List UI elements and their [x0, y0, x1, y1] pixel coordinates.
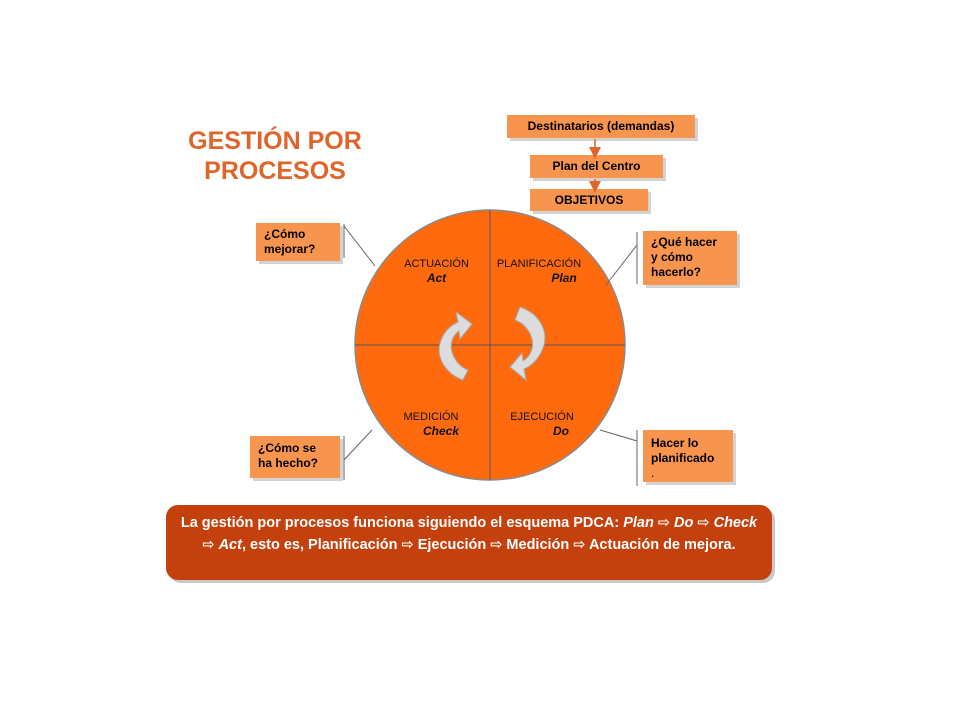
arrow-right-icon: ⇨ — [490, 537, 503, 553]
objetivos-label: OBJETIVOS — [554, 193, 624, 207]
quehacer-line3: hacerlo? — [651, 265, 702, 279]
quadrant-do-label: EJECUCIÓN Do — [504, 410, 580, 438]
quehacer-line1: ¿Qué hacer — [651, 235, 718, 249]
act-es: ACTUACIÓN — [404, 258, 469, 270]
arrow-right-icon: ⇨ — [697, 515, 710, 531]
banner-plan: Plan — [623, 515, 654, 531]
banner-ejecucion: Ejecución — [417, 537, 487, 553]
banner-do: Do — [674, 515, 694, 531]
question-que-hacer: ¿Qué hacer y cómo hacerlo? — [643, 231, 737, 285]
connector-quehacer-diag — [605, 244, 638, 286]
check-es: MEDICIÓN — [403, 411, 459, 423]
hecho-line1: ¿Cómo se — [258, 441, 317, 455]
plan-en: Plan — [551, 271, 577, 285]
plan-centro-label: Plan del Centro — [552, 159, 641, 173]
banner-intro: La gestión por procesos funciona siguien… — [180, 515, 620, 531]
objetivos-box: OBJETIVOS — [530, 189, 648, 211]
quehacer-line2: y cómo — [651, 250, 694, 264]
banner-actuacion: Actuación de mejora. — [588, 537, 736, 553]
connector-mejorar-diag — [343, 225, 376, 267]
hecho-line2: ha hecho? — [258, 456, 319, 470]
banner-medicion: Medición — [506, 537, 570, 553]
arrow-right-icon: ⇨ — [573, 537, 586, 553]
arrow-right-icon: ⇨ — [657, 515, 670, 531]
cycle-arrow-down — [509, 306, 546, 382]
mejorar-line1: ¿Cómo — [264, 227, 306, 241]
title-line-1: GESTIÓN POR — [188, 127, 362, 155]
do-es: EJECUCIÓN — [510, 411, 574, 423]
do-en: Do — [553, 424, 569, 438]
destinatarios-label: Destinatarios (demandas) — [527, 119, 675, 133]
banner-mid: , esto es, Planificación — [241, 537, 398, 553]
plan-centro-box: Plan del Centro — [530, 155, 663, 178]
check-en: Check — [422, 424, 460, 438]
cycle-arrow-up — [438, 310, 473, 381]
arrow-right-icon: ⇨ — [401, 537, 414, 553]
title-line-2: PROCESOS — [204, 157, 346, 185]
quadrant-plan-label: PLANIFICACIÓN Plan — [491, 257, 587, 285]
question-planificado: Hacer lo planificado. — [643, 430, 733, 482]
banner-act: Act — [218, 537, 242, 553]
banner-check: Check — [713, 515, 758, 531]
question-mejorar: ¿Cómo mejorar? — [256, 223, 340, 261]
connector-planificado-diag — [599, 429, 638, 442]
arrow-right-icon: ⇨ — [202, 537, 215, 553]
quadrant-act-label: ACTUACIÓN Act — [394, 257, 479, 285]
plan-es: PLANIFICACIÓN — [496, 258, 582, 270]
page-title: GESTIÓN POR PROCESOS — [170, 126, 380, 186]
mejorar-line2: mejorar? — [264, 242, 316, 256]
act-en: Act — [426, 271, 447, 285]
quadrant-check-label: MEDICIÓN Check — [394, 410, 468, 438]
connector-hecho-diag — [343, 429, 373, 461]
question-hecho: ¿Cómo se ha hecho? — [250, 436, 340, 478]
pdca-summary-banner: La gestión por procesos funciona siguien… — [166, 505, 772, 580]
planificado-dot: . — [651, 466, 655, 480]
planificado-line2: planificado — [651, 451, 715, 465]
destinatarios-box: Destinatarios (demandas) — [507, 115, 695, 138]
planificado-line1: Hacer lo — [651, 436, 699, 450]
